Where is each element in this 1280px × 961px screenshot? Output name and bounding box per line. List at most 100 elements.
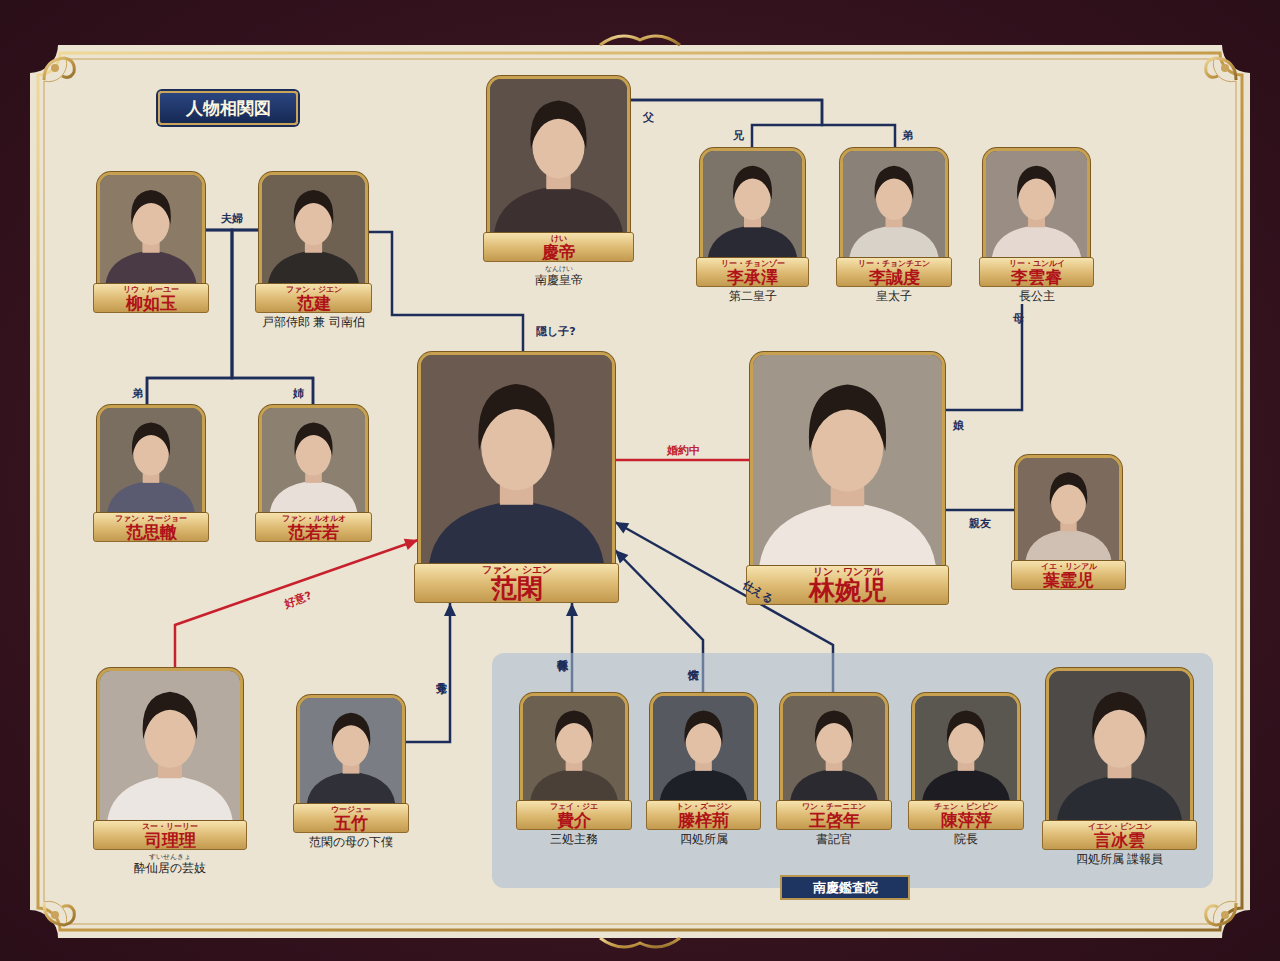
character-card: リー・ユンルイ李雲睿長公主	[983, 148, 1090, 304]
portrait-photo	[421, 355, 612, 563]
portrait-photo	[100, 671, 240, 820]
character-name: 言冰雲	[1094, 831, 1145, 849]
portrait-frame	[912, 693, 1020, 800]
portrait-frame	[700, 148, 805, 257]
name-plate: ファン・シエン范閑	[414, 563, 619, 603]
portrait-photo	[300, 698, 402, 803]
character-name: 葉霊児	[1043, 571, 1094, 589]
character-name: 陳萍萍	[941, 811, 992, 829]
relation-label: 好意?	[282, 588, 314, 612]
character-name: 林婉児	[809, 577, 887, 604]
character-card: リウ・ルーユー柳如玉	[97, 172, 205, 313]
character-name: 范若若	[288, 523, 339, 541]
character-card: リー・チョンチエン李誠虔皇太子	[840, 148, 948, 304]
character-role: 四処所属	[680, 832, 728, 847]
name-plate: チェン・ピンピン陳萍萍	[908, 800, 1024, 830]
character-card: イエン・ビンユン言冰雲四処所属 諜報員	[1046, 668, 1193, 867]
relation-label: 見守る	[433, 674, 448, 687]
portrait-frame	[97, 405, 205, 512]
character-card: ウージュー五竹范閑の母の下僕	[297, 695, 405, 850]
relation-connector	[630, 100, 822, 148]
group-label: 南慶鑑査院	[780, 875, 910, 900]
character-card: ワン・チーニエン王啓年書記官	[780, 693, 888, 847]
portrait-frame	[259, 405, 368, 512]
name-plate: ファン・ルオルオ范若若	[255, 512, 372, 542]
character-card: スー・リーリー司理理すいせんきょ酔仙居の芸妓	[97, 668, 243, 876]
relation-label: 夫婦	[221, 211, 243, 226]
name-reading: リー・チョンゾー	[721, 259, 785, 268]
character-card: トン・ズージン滕梓荊四処所属	[650, 693, 757, 847]
character-role: 書記官	[816, 832, 852, 847]
name-plate: リー・ユンルイ李雲睿	[979, 257, 1094, 287]
character-role: 四処所属 諜報員	[1076, 852, 1164, 867]
portrait-photo	[915, 696, 1017, 800]
relation-connector	[175, 539, 418, 668]
relation-label: 弟	[132, 386, 143, 401]
character-role: 皇太子	[876, 289, 912, 304]
connector-line	[175, 540, 418, 668]
relation-label: 弟	[902, 128, 913, 143]
arrow-head	[566, 603, 578, 616]
relation-label: 兄	[733, 128, 744, 143]
name-reading: スー・リーリー	[142, 822, 198, 831]
portrait-photo	[843, 151, 945, 257]
character-card: リー・チョンゾー李承澤第二皇子	[700, 148, 805, 304]
name-plate: ファン・ジエン范建	[255, 283, 372, 313]
connector-line	[945, 304, 1022, 410]
character-card: リン・ワンアル林婉児	[750, 352, 945, 605]
portrait-photo	[653, 696, 754, 800]
relation-connector	[630, 100, 895, 148]
connector-line	[405, 603, 450, 742]
portrait-photo	[783, 696, 885, 800]
name-reading: ワン・チーニエン	[802, 802, 866, 811]
portrait-frame	[1015, 455, 1122, 560]
character-name: 李誠虔	[869, 268, 920, 286]
character-role: 戸部侍郎 兼 司南伯	[262, 315, 366, 330]
name-plate: イエン・ビンユン言冰雲	[1042, 820, 1197, 850]
character-name: 滕梓荊	[678, 811, 729, 829]
name-reading: リー・ユンルイ	[1009, 259, 1065, 268]
character-role: 長公主	[1019, 289, 1055, 304]
portrait-photo	[1049, 671, 1190, 820]
portrait-frame	[520, 693, 628, 800]
character-role: 第二皇子	[729, 289, 777, 304]
portrait-photo	[100, 408, 202, 512]
name-reading: イエ・リンアル	[1041, 562, 1097, 571]
name-plate: イエ・リンアル葉霊児	[1011, 560, 1126, 590]
character-role: 范閑の母の下僕	[309, 835, 393, 850]
connector-line	[630, 100, 822, 148]
portrait-frame	[487, 76, 630, 232]
name-reading: ウージュー	[331, 805, 371, 814]
portrait-frame	[97, 668, 243, 820]
portrait-frame	[1046, 668, 1193, 820]
name-reading: ファン・シエン	[482, 564, 552, 575]
name-reading: けい	[551, 234, 567, 243]
character-card: ファン・ルオルオ范若若	[259, 405, 368, 542]
portrait-photo	[523, 696, 625, 800]
character-name: 司理理	[145, 831, 196, 849]
connector-line	[615, 459, 750, 462]
character-name: 李承澤	[727, 268, 778, 286]
character-name: 范建	[297, 294, 331, 312]
relation-label: 父	[643, 110, 654, 125]
chart-title: 人物相関図	[158, 91, 298, 125]
name-reading: トン・ズージン	[676, 802, 732, 811]
name-reading: ファン・スージョー	[115, 514, 187, 523]
portrait-frame	[780, 693, 888, 800]
character-card: チェン・ピンピン陳萍萍院長	[912, 693, 1020, 847]
character-name: 慶帝	[542, 243, 576, 261]
portrait-photo	[262, 175, 365, 283]
portrait-frame	[983, 148, 1090, 257]
portrait-frame	[840, 148, 948, 257]
character-name: 王啓年	[809, 811, 860, 829]
name-plate: ファン・スージョー范思轍	[93, 512, 209, 542]
arrow-head	[444, 603, 456, 616]
relation-connector	[615, 460, 750, 461]
character-role: 酔仙居の芸妓	[134, 861, 206, 876]
character-name: 柳如玉	[126, 294, 177, 312]
portrait-photo	[753, 355, 942, 565]
relation-connector	[945, 510, 1015, 511]
portrait-frame	[650, 693, 757, 800]
name-plate: ワン・チーニエン王啓年	[776, 800, 892, 830]
